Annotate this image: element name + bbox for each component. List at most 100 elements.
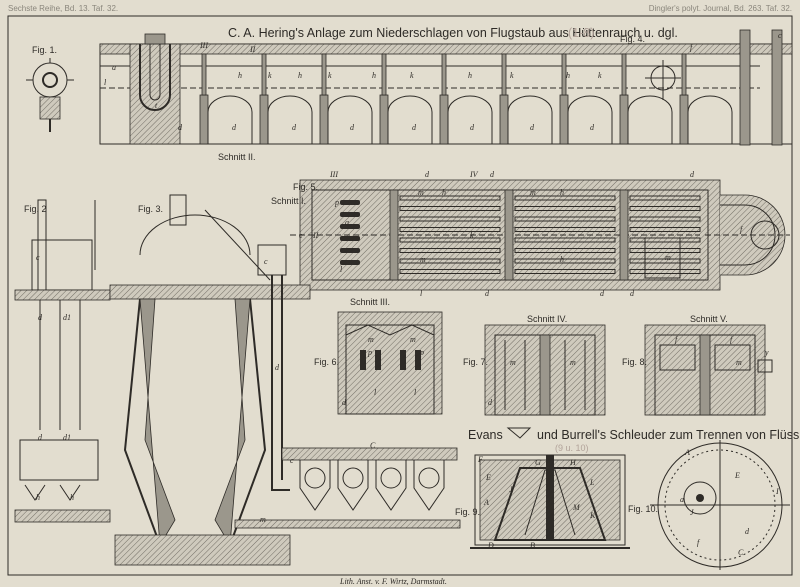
- arch: [567, 95, 613, 144]
- imprint: Lith. Anst. v. F. Wirtz, Darmstadt.: [339, 577, 447, 586]
- flue-bar: [399, 227, 501, 232]
- label-letter: d: [292, 123, 297, 132]
- label-letter: I: [775, 487, 779, 496]
- hopper: [337, 460, 369, 511]
- flue-bar: [629, 216, 701, 222]
- flue-bar: [514, 269, 616, 274]
- pier: [619, 94, 629, 145]
- label-letter: d: [232, 123, 237, 132]
- nozzle: [340, 248, 360, 253]
- pier: [259, 94, 269, 145]
- label-letter: d: [470, 123, 475, 132]
- fig8-label: Fig. 8.: [622, 357, 647, 367]
- fig1-drawing: [26, 58, 74, 132]
- label-letter: m: [368, 335, 374, 344]
- label-letter: III: [329, 170, 338, 179]
- section-4-label: Schnitt IV.: [527, 314, 567, 324]
- arch: [327, 95, 373, 144]
- label-letter: k: [470, 231, 474, 240]
- label-letter: II: [249, 45, 256, 54]
- label-letter: G: [535, 458, 541, 467]
- label-letter: H: [569, 458, 577, 467]
- fig10-centrifuge-plan: [650, 440, 790, 570]
- label-letter: c: [36, 253, 40, 262]
- arch: [207, 95, 253, 144]
- arch: [507, 95, 553, 144]
- label-letter: L: [589, 478, 595, 487]
- label-letter: d1: [63, 433, 71, 442]
- flue-bar: [629, 258, 701, 264]
- label-letter: m: [420, 255, 426, 264]
- collector-c: [234, 447, 461, 529]
- hopper: [299, 460, 331, 511]
- fig9-centrifuge: [470, 454, 630, 549]
- label-letter: B: [530, 541, 535, 550]
- nozzle: [340, 212, 360, 217]
- section-3-label: Schnitt III.: [350, 297, 390, 307]
- label-letter: l: [340, 265, 343, 274]
- baffle: [501, 53, 507, 96]
- label-letter: d: [600, 289, 605, 298]
- label-letter: h: [560, 255, 564, 264]
- flue-bar: [399, 248, 501, 253]
- fig2-drawing: [14, 199, 111, 523]
- label-letter: l: [414, 388, 417, 397]
- label-letter: J: [509, 485, 513, 494]
- arch: [627, 95, 673, 144]
- fig5-plan: [290, 179, 790, 291]
- label-letter: K: [589, 511, 596, 520]
- label-letter: E: [485, 473, 491, 482]
- header-left: Sechste Reihe, Bd. 13. Taf. 32.: [8, 4, 118, 13]
- label-letter: d: [178, 123, 183, 132]
- label-letter: a: [680, 495, 684, 504]
- section-1-label: Schnitt I.: [271, 196, 306, 206]
- pier: [319, 94, 329, 145]
- flue-bar: [629, 248, 701, 253]
- label-letter: II: [312, 231, 319, 240]
- baffle: [561, 53, 567, 96]
- label-letter: E: [734, 471, 740, 480]
- funnel-icon: [506, 427, 532, 439]
- pier: [439, 94, 449, 145]
- hopper-drum: [342, 467, 364, 489]
- label-letter: d: [630, 289, 635, 298]
- label-letter: d: [275, 363, 280, 372]
- label-letter: d: [425, 170, 430, 179]
- plate-title-range: (1-8): [568, 26, 594, 40]
- hopper: [375, 460, 407, 511]
- arch: [267, 95, 313, 144]
- fig2-label: Fig. 2: [24, 204, 47, 214]
- flue-bar: [514, 206, 616, 211]
- label-letter: f: [690, 43, 694, 52]
- pier: [199, 94, 209, 145]
- label-letter: f: [730, 335, 734, 344]
- label-letter: h: [298, 71, 302, 80]
- fig9-label: Fig. 9.: [455, 507, 480, 517]
- fig3-drawing: [109, 194, 311, 566]
- fig1-label: Fig. 1.: [32, 45, 57, 55]
- label-letter: k: [598, 71, 602, 80]
- baffle: [681, 53, 687, 96]
- fig3-label: Fig. 3.: [138, 204, 163, 214]
- label-letter: C: [738, 548, 744, 557]
- baffle: [261, 53, 267, 96]
- pier: [559, 94, 569, 145]
- label-letter: d: [350, 123, 355, 132]
- label-letter: III: [199, 41, 208, 50]
- label-letter: m: [260, 515, 266, 524]
- arch: [447, 95, 493, 144]
- flue-bar: [399, 237, 501, 243]
- section-5-label: Schnitt V.: [690, 314, 728, 324]
- baffle: [201, 53, 207, 96]
- nozzle: [340, 224, 360, 229]
- flue-bar: [629, 195, 701, 201]
- label-letter: d: [342, 398, 347, 407]
- label-letter: A: [483, 498, 489, 507]
- flue-bar: [514, 216, 616, 222]
- label-letter: d: [412, 123, 417, 132]
- evans-range: (9 u. 10): [555, 443, 589, 453]
- plate-title: C. A. Hering's Anlage zum Niederschlagen…: [228, 26, 678, 40]
- label-letter: y: [764, 348, 769, 357]
- label-letter: a: [112, 63, 116, 72]
